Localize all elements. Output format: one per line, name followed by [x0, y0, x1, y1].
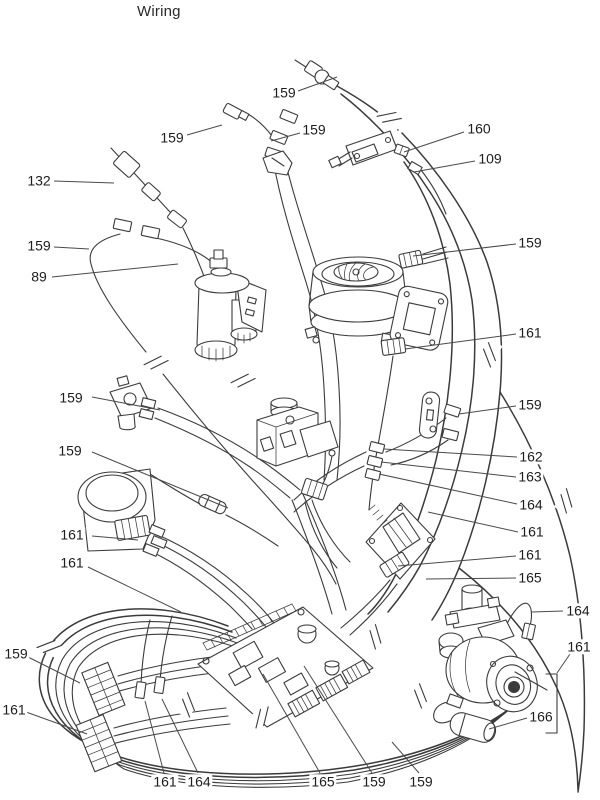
- callout-label: 159: [300, 121, 328, 138]
- callout-label: 159: [360, 773, 388, 790]
- leader-line: [380, 461, 517, 478]
- callout-label: 160: [465, 120, 493, 137]
- page-title: Wiring: [137, 3, 181, 20]
- leader-line: [186, 124, 223, 136]
- leader-line: [53, 180, 115, 184]
- callout-label: 159: [57, 389, 85, 406]
- timer-control: [77, 468, 168, 557]
- callout-label: 165: [516, 569, 544, 586]
- leader-line: [262, 673, 321, 774]
- pump-wire-connector: [521, 622, 536, 641]
- callout-label: 163: [516, 468, 544, 485]
- leader-line: [531, 610, 564, 613]
- temperature-sensor: [294, 59, 340, 91]
- spade-connectors-bottom: [134, 676, 166, 700]
- control-board: [197, 603, 374, 728]
- callout-leader-lines: [25, 76, 571, 774]
- leader-line: [391, 741, 420, 774]
- callout-label: 161: [518, 523, 546, 540]
- callout-label: 162: [517, 448, 545, 465]
- callout-label: 164: [185, 773, 213, 790]
- callout-label: 161: [58, 554, 86, 571]
- mounting-bracket: [418, 391, 462, 442]
- terminal-block-1: [81, 661, 126, 717]
- burner-feed-assembly: [194, 249, 267, 362]
- leader-line: [427, 511, 519, 533]
- leader-line: [383, 448, 518, 458]
- callout-label: 132: [25, 172, 53, 189]
- leader-line: [53, 246, 90, 250]
- callout-label: 159: [270, 84, 298, 101]
- leader-line: [27, 656, 81, 684]
- leader-line: [87, 566, 182, 613]
- leader-line: [488, 717, 528, 730]
- leader-line: [403, 131, 465, 153]
- harness-connectors: [222, 102, 299, 176]
- callout-label: 159: [158, 129, 186, 146]
- leader-line: [25, 711, 88, 735]
- terminal-block-2: [75, 713, 123, 773]
- inline-connectors: [364, 441, 386, 481]
- ignition-electrode: [110, 147, 187, 229]
- capacitor: [449, 712, 497, 743]
- leader-line: [270, 132, 301, 142]
- callout-label: 165: [309, 773, 337, 790]
- valve-connector: [301, 477, 328, 501]
- fan-connector: [398, 249, 424, 269]
- leader-line: [91, 535, 139, 541]
- leader-line: [413, 160, 476, 173]
- leader-line: [412, 243, 517, 257]
- leader-line: [397, 555, 517, 567]
- ignition-module: [365, 502, 436, 580]
- leader-line: [458, 405, 517, 415]
- callout-label: 161: [516, 546, 544, 563]
- inducer-fan: [304, 249, 449, 356]
- leader-line: [303, 665, 373, 774]
- callout-label: 159: [516, 234, 544, 251]
- leader-line: [144, 700, 165, 774]
- callout-label: 164: [517, 496, 545, 513]
- leader-line: [425, 577, 517, 580]
- leader-line: [91, 396, 161, 411]
- inline-fuse: [198, 493, 227, 515]
- leader-line: [297, 76, 338, 92]
- leader-line: [556, 653, 571, 674]
- callout-label: 159: [56, 442, 84, 459]
- callout-label: 159: [516, 396, 544, 413]
- leader-line: [91, 451, 229, 509]
- spark-electrode-bracket: [328, 130, 423, 176]
- callout-label: 89: [29, 268, 49, 285]
- callout-label: 159: [407, 773, 435, 790]
- leader-line: [51, 263, 179, 278]
- loop-wire-connectors: [112, 218, 161, 240]
- callout-label: 161: [516, 324, 544, 341]
- pump: [438, 584, 538, 713]
- cable-break-marks: [35, 104, 581, 729]
- leader-line: [161, 698, 199, 774]
- gas-valve: [256, 397, 339, 501]
- callout-label: 164: [564, 602, 592, 619]
- leader-line: [378, 473, 518, 505]
- callout-label: 109: [476, 150, 504, 167]
- group-bracket: [514, 671, 558, 734]
- callout-label: 161: [58, 526, 86, 543]
- callout-label: 159: [2, 645, 30, 662]
- pressure-switch: [109, 375, 157, 431]
- wiring-harness: [38, 85, 586, 793]
- callout-label: 159: [25, 237, 53, 254]
- leader-line: [404, 333, 517, 350]
- callout-label: 161: [565, 638, 593, 655]
- callout-label: 161: [0, 701, 28, 718]
- callout-label: 166: [527, 708, 555, 725]
- callout-label: 161: [151, 773, 179, 790]
